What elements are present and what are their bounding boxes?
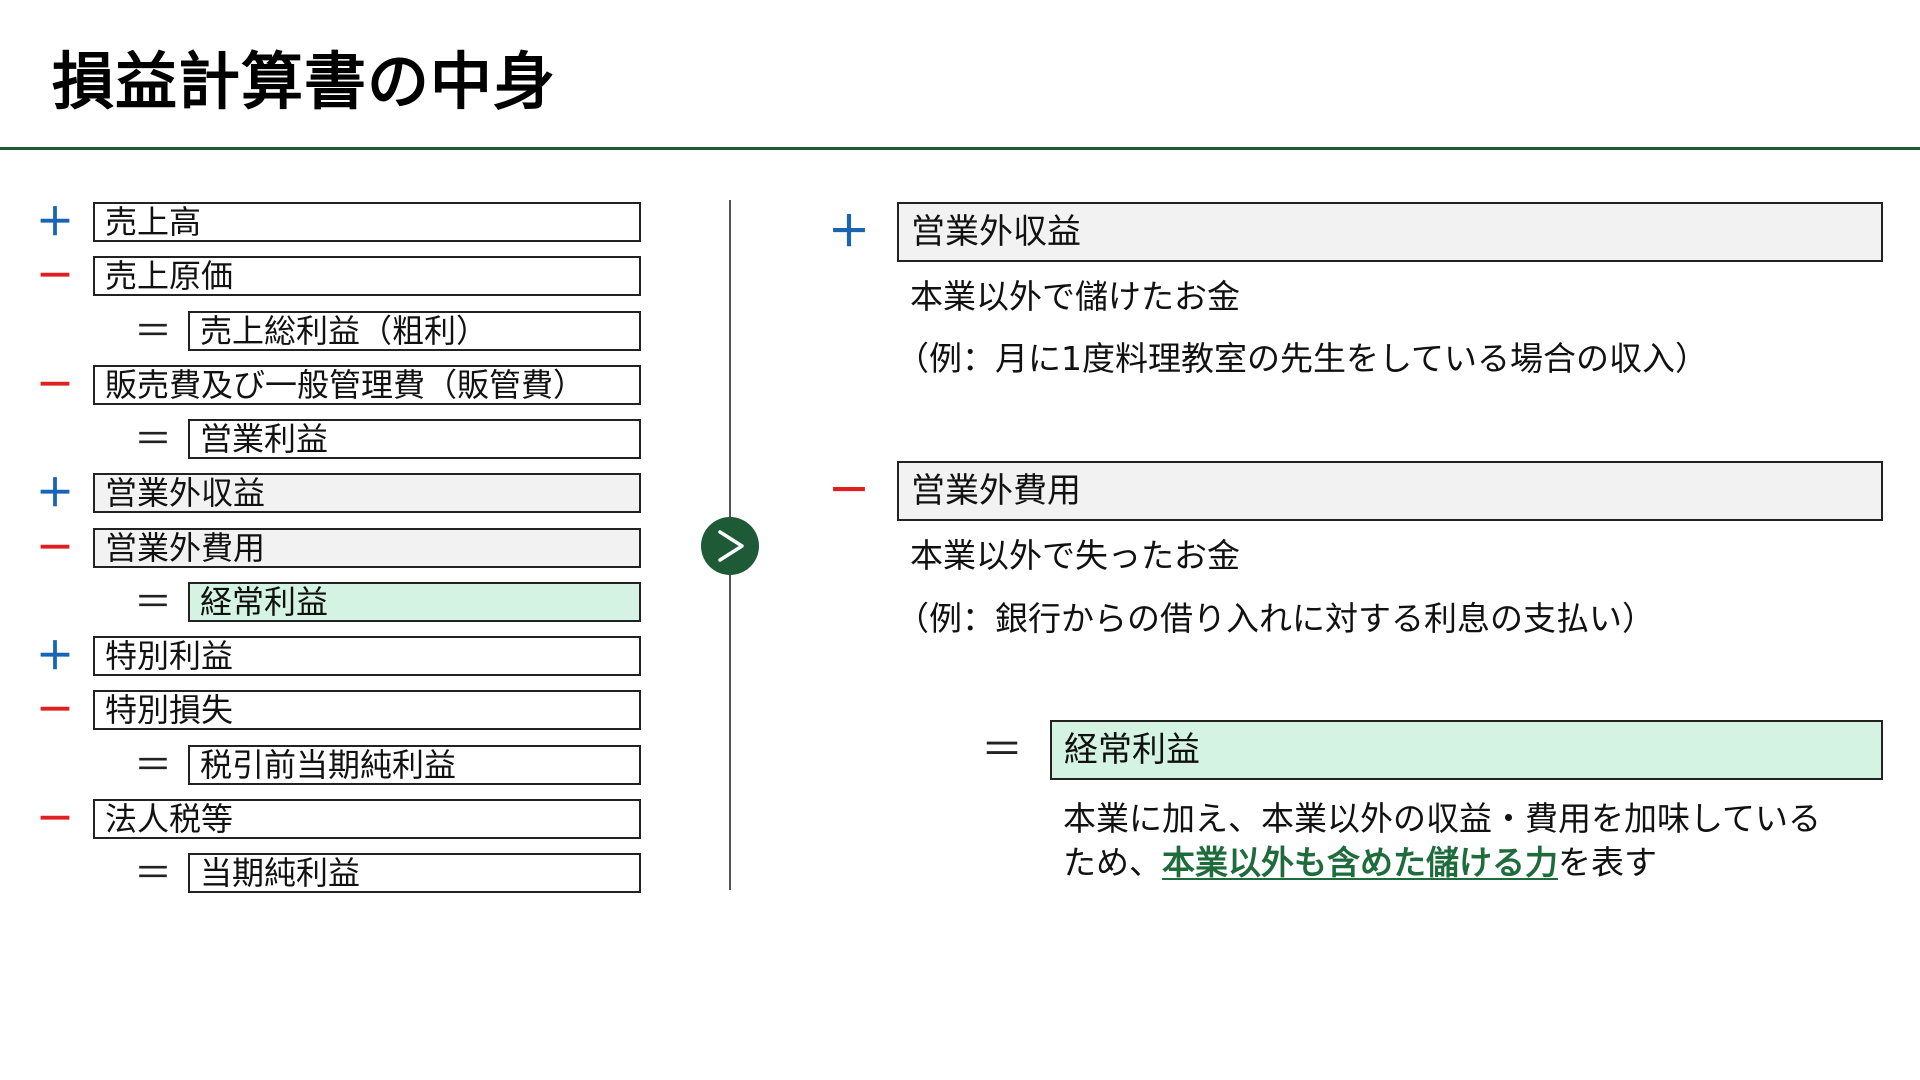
pl-item-label: 当期純利益: [188, 853, 641, 893]
equals-sign: ＝: [133, 743, 172, 787]
detail-heading: 営業外費用: [897, 461, 1883, 521]
detail-heading: 経常利益: [1050, 720, 1883, 780]
minus-sign: －: [35, 797, 74, 841]
minus-sign: －: [35, 526, 74, 570]
conclusion-suffix: を表す: [1558, 843, 1657, 882]
minus-sign: －: [35, 688, 74, 732]
detail-description: 本業以外で失ったお金: [910, 536, 1240, 575]
pl-item-label: 経常利益: [188, 582, 641, 622]
detail-heading: 営業外収益: [897, 202, 1883, 262]
plus-sign: ＋: [827, 207, 870, 256]
minus-sign: －: [35, 363, 74, 407]
page-title: 損益計算書の中身: [52, 45, 557, 118]
pl-item-label: 税引前当期純利益: [188, 745, 641, 785]
title-divider: [0, 147, 1920, 150]
detail-description: 本業以外で儲けたお金: [910, 277, 1240, 316]
pl-item-label: 売上原価: [93, 256, 641, 296]
pl-item-label: 特別利益: [93, 636, 641, 676]
pl-item-label: 販売費及び一般管理費（販管費）: [93, 365, 641, 405]
highlight-text: 本業以外も含めた儲ける力: [1162, 843, 1558, 882]
equals-sign: ＝: [133, 580, 172, 624]
equals-sign: ＝: [980, 725, 1023, 774]
pl-item-label: 営業外費用: [93, 528, 641, 568]
pl-item-label: 売上高: [93, 202, 641, 242]
detail-example: （例：月に1度料理教室の先生をしている場合の収入）: [896, 339, 1709, 378]
detail-description: 本業に加え、本業以外の収益・費用を加味している: [1063, 799, 1822, 838]
pl-item-label: 営業利益: [188, 419, 641, 459]
detail-conclusion: ため、本業以外も含めた儲ける力を表す: [1063, 841, 1657, 885]
equals-sign: ＝: [133, 851, 172, 895]
chevron-right-icon: [701, 517, 759, 575]
minus-sign: －: [827, 466, 870, 515]
plus-sign: ＋: [35, 634, 74, 678]
equals-sign: ＝: [133, 309, 172, 353]
pl-item-label: 売上総利益（粗利）: [188, 311, 641, 351]
minus-sign: －: [35, 254, 74, 298]
equals-sign: ＝: [133, 417, 172, 461]
conclusion-prefix: ため、: [1063, 843, 1162, 882]
plus-sign: ＋: [35, 471, 74, 515]
plus-sign: ＋: [35, 200, 74, 244]
pl-item-label: 法人税等: [93, 799, 641, 839]
pl-item-label: 特別損失: [93, 690, 641, 730]
pl-item-label: 営業外収益: [93, 473, 641, 513]
detail-example: （例：銀行からの借り入れに対する利息の支払い）: [896, 599, 1655, 638]
